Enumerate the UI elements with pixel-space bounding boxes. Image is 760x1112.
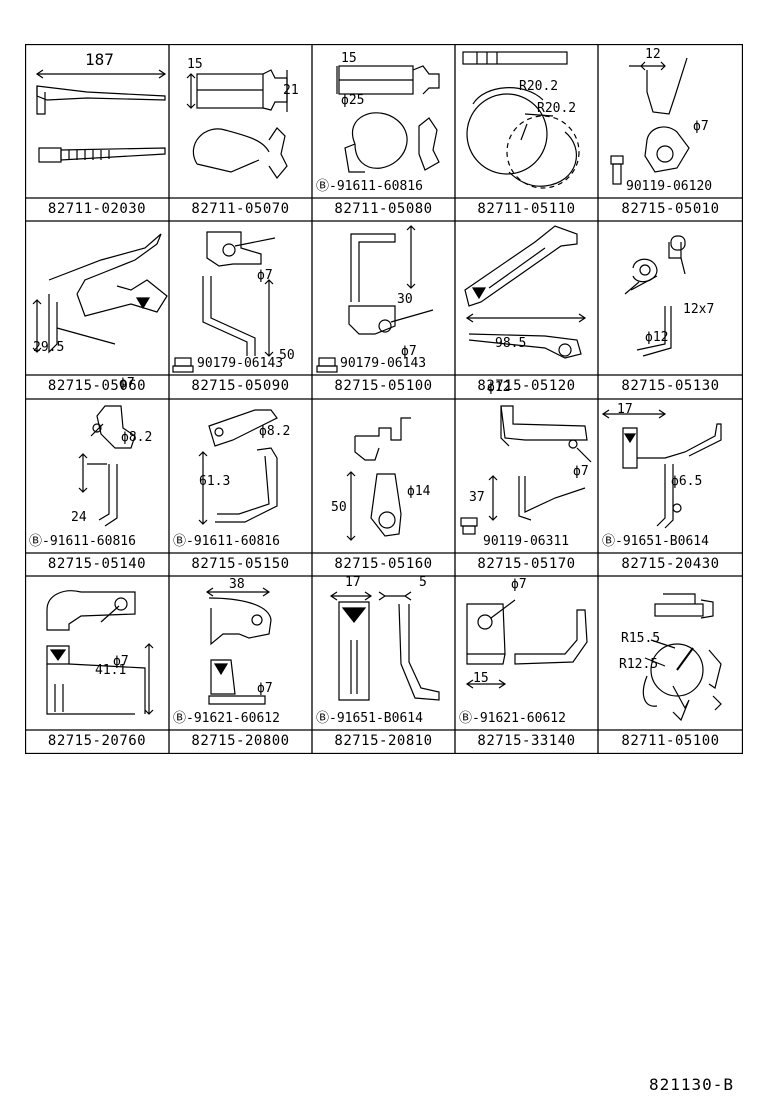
- parts-drawings: [25, 44, 743, 754]
- bracket-33140-drawing: [465, 599, 588, 689]
- bolt-callout: Ⓑ-91611-60816: [29, 534, 136, 549]
- part-number: 82715-20800: [191, 733, 290, 749]
- dimension-label: 50: [279, 348, 295, 363]
- dimension-label: ϕ6.5: [671, 474, 703, 489]
- dimension-label: 61.3: [199, 474, 231, 489]
- bolt-callout: Ⓑ-91621-60612: [459, 711, 566, 726]
- part-number: 82715-20810: [334, 733, 433, 749]
- part-number: 82715-05140: [47, 556, 147, 572]
- part-number: 82711-02030: [47, 201, 147, 217]
- dimension-label: R12.5: [619, 657, 659, 672]
- part-number: 82711-05100: [621, 733, 720, 749]
- bracket-05170-drawing: [460, 405, 592, 535]
- dimension-label: 30: [397, 292, 413, 307]
- dimension-label: ϕ7: [113, 654, 129, 669]
- twin-clamp-drawing: [462, 51, 580, 189]
- part-number: 82715-20760: [47, 733, 147, 749]
- part-number: 82711-05110: [477, 201, 576, 217]
- clamp-clip-drawing: [186, 69, 288, 180]
- bracket-20800-drawing: [205, 587, 272, 705]
- dimension-label: ϕ7: [401, 344, 417, 359]
- part-number: 82711-05070: [191, 201, 290, 217]
- dimension-label: 12x7: [683, 302, 715, 317]
- dimension-label: ϕ7: [257, 681, 273, 696]
- part-number: 82715-05150: [191, 556, 290, 572]
- fastener-number: 90119-06120: [626, 179, 713, 194]
- fastener-number: 90119-06311: [483, 534, 570, 549]
- loop-clamp-drawing: [336, 65, 440, 173]
- dimension-label: ϕ7: [257, 268, 273, 283]
- dimension-label: R15.5: [621, 631, 661, 646]
- bolt-callout: Ⓑ-91651-B0614: [602, 534, 709, 549]
- dimension-label: 50: [331, 500, 347, 515]
- dimension-label: 187: [85, 50, 114, 69]
- dimension-label: 29.5: [33, 340, 65, 355]
- bolt-callout: Ⓑ-91651-B0614: [316, 711, 423, 726]
- dimension-label: 12: [645, 47, 661, 62]
- bracket-05140-drawing: [78, 405, 136, 527]
- bracket-05130-drawing: [624, 235, 686, 357]
- dimension-label: ϕ7: [511, 577, 527, 592]
- dimension-label: 15: [473, 671, 489, 686]
- dimension-label: 15: [187, 57, 203, 72]
- bracket-05100-drawing: [316, 225, 434, 373]
- part-number: 82715-05160: [334, 556, 433, 572]
- bracket-20430-drawing: [601, 409, 722, 529]
- bolt-callout: Ⓑ-91611-60816: [316, 179, 423, 194]
- fastener-number: 90179-06143: [197, 356, 284, 371]
- grid-lines: [25, 44, 743, 754]
- dimension-label: ϕ7: [693, 119, 709, 134]
- dimension-label: 98.5: [495, 336, 527, 351]
- diagram-code: 821130-B: [648, 1075, 734, 1094]
- dimension-label: 15: [341, 51, 357, 66]
- bracket-20810-drawing: [329, 591, 440, 701]
- bracket-05160-drawing: [346, 417, 411, 541]
- part-number: 82715-20430: [621, 556, 720, 572]
- dimension-label: ϕ12: [645, 330, 669, 345]
- clamp-05100-drawing: [642, 593, 722, 722]
- dimension-label: 21: [283, 83, 299, 98]
- bracket-05120-drawing: [464, 225, 587, 359]
- dimension-label: ϕ8.2: [121, 430, 153, 445]
- fastener-number: 90179-06143: [340, 356, 427, 371]
- bracket-20760-drawing: [46, 590, 154, 715]
- dimension-label: R20.2: [537, 101, 577, 116]
- dimension-label: 41.1: [95, 663, 127, 678]
- part-number: 82715-05130: [621, 378, 720, 394]
- dimension-label: ϕ7: [573, 464, 589, 479]
- part-number: 82715-05010: [621, 201, 720, 217]
- dimension-label: 37: [469, 490, 485, 505]
- parts-chart: 82711-02030 187 82711-05070 15 21 82711-05080…: [25, 44, 743, 754]
- part-number: 82715-05170: [477, 556, 576, 572]
- cable-tie-drawing: [35, 69, 167, 163]
- dimension-label: ϕ7: [119, 376, 135, 391]
- dimension-label: 5: [419, 575, 427, 590]
- part-number: 82715-05090: [191, 378, 290, 394]
- part-number: 82711-05080: [334, 201, 433, 217]
- bracket-05060-drawing: [32, 233, 168, 354]
- dimension-label: ϕ8.2: [259, 424, 291, 439]
- dimension-label: ϕ14: [407, 484, 431, 499]
- dimension-label: 17: [345, 575, 361, 590]
- bracket-05010-drawing: [610, 57, 690, 185]
- part-number: 82715-33140: [477, 733, 576, 749]
- bracket-05090-drawing: [172, 231, 276, 373]
- bolt-callout: Ⓑ-91611-60816: [173, 534, 280, 549]
- dimension-label: 24: [71, 510, 87, 525]
- dimension-label: 38: [229, 577, 245, 592]
- dimension-label: 17: [617, 402, 633, 417]
- part-number: 82715-05060: [47, 378, 147, 394]
- dimension-label: ϕ12: [487, 380, 511, 395]
- bolt-callout: Ⓑ-91621-60612: [173, 711, 280, 726]
- part-number: 82715-05120: [477, 378, 576, 394]
- dimension-label: ϕ25: [341, 93, 365, 108]
- bracket-05150-drawing: [198, 409, 278, 525]
- part-number: 82715-05100: [334, 378, 433, 394]
- dimension-label: R20.2: [519, 79, 559, 94]
